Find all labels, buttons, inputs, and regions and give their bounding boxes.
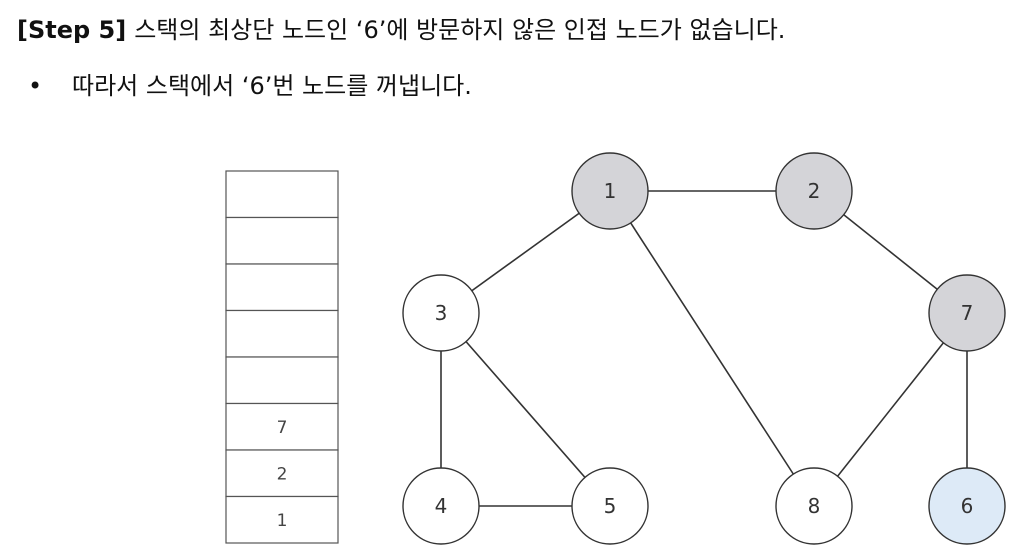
node-circle [571, 152, 649, 230]
node-label: 7 [961, 301, 974, 325]
graph-edge [440, 312, 611, 507]
stack-cell [225, 170, 339, 219]
graph-node: 3 [402, 274, 480, 352]
step-description: 스택의 최상단 노드인 ‘6’에 방문하지 않은 인접 노드가 없습니다. [134, 16, 786, 44]
stack-cell [225, 495, 339, 544]
graph-node: 8 [775, 467, 853, 545]
graph-node: 6 [928, 467, 1006, 545]
step-heading: [Step 5]스택의 최상단 노드인 ‘6’에 방문하지 않은 인접 노드가 … [17, 14, 785, 46]
graph-node: 4 [402, 467, 480, 545]
stack-cell [225, 356, 339, 405]
stack-cell [225, 216, 339, 265]
bullet-icon: • [28, 72, 43, 100]
node-circle [571, 467, 649, 545]
stack-cell [225, 263, 339, 312]
node-label: 2 [808, 179, 821, 203]
stack-cell-value: 7 [277, 418, 288, 438]
graph-node: 1 [571, 152, 649, 230]
node-circle [775, 152, 853, 230]
graph-edges [440, 190, 968, 507]
node-label: 3 [435, 301, 448, 325]
node-label: 5 [604, 494, 617, 518]
stack-cell [225, 449, 339, 498]
node-label: 6 [961, 494, 974, 518]
node-circle [402, 467, 480, 545]
stack-cell-value: 2 [277, 464, 288, 484]
stack-cell [225, 402, 339, 451]
node-circle [928, 467, 1006, 545]
node-circle [402, 274, 480, 352]
graph-nodes: 1 2 3 7 4 5 8 6 [402, 152, 1006, 545]
graph-node: 5 [571, 467, 649, 545]
step-label: [Step 5] [17, 16, 127, 44]
graph-node: 7 [928, 274, 1006, 352]
stack-cell-value: 1 [277, 511, 288, 531]
graph-edge [813, 312, 968, 507]
graph-edge [609, 190, 815, 507]
node-circle [775, 467, 853, 545]
node-label: 8 [808, 494, 821, 518]
stack: 7 2 1 [225, 170, 339, 544]
node-label: 1 [604, 179, 617, 203]
stack-cell [225, 309, 339, 358]
bullet-item: • 따라서 스택에서 ‘6’번 노드를 꺼냅니다. [28, 70, 472, 102]
node-label: 4 [435, 494, 448, 518]
graph-node: 2 [775, 152, 853, 230]
bullet-text: 따라서 스택에서 ‘6’번 노드를 꺼냅니다. [72, 72, 472, 100]
node-circle [928, 274, 1006, 352]
